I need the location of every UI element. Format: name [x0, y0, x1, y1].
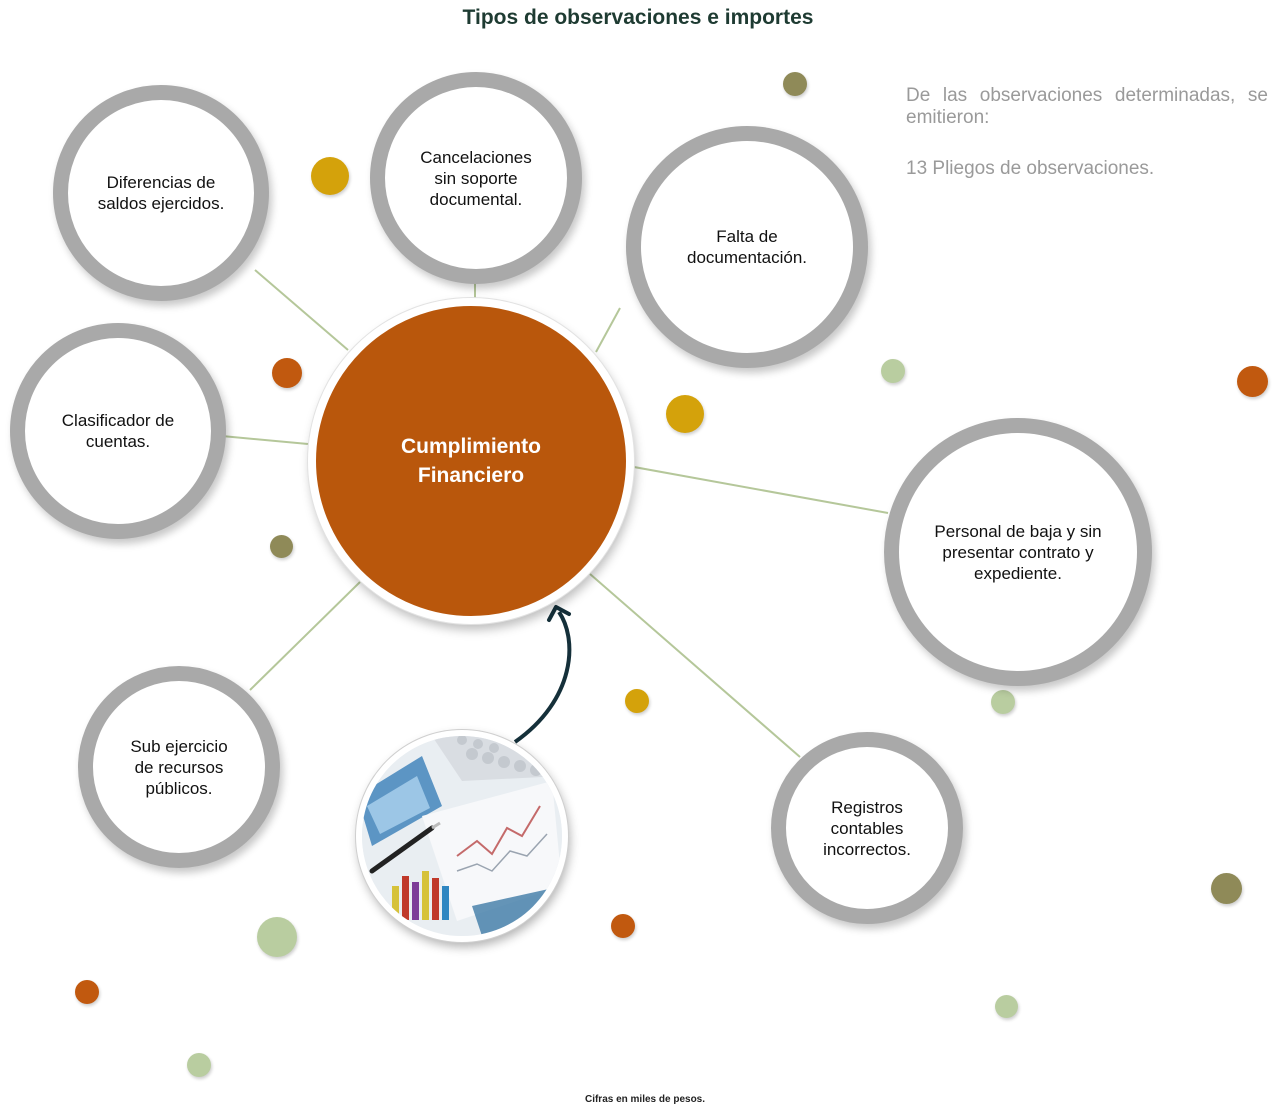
- connector-registros: [589, 573, 801, 758]
- node-personal: Personal de baja y sin presentar contrat…: [884, 418, 1152, 686]
- decorative-dot: [1211, 873, 1242, 904]
- decorative-dot: [270, 535, 293, 558]
- decorative-dot: [611, 914, 635, 938]
- node-label: Registros contables incorrectos.: [823, 797, 911, 859]
- diagram-title: Tipos de observaciones e importes: [462, 6, 814, 29]
- connector-sub-ejercicio: [249, 581, 361, 691]
- node-diferencias: Diferencias de saldos ejercidos.: [53, 85, 269, 301]
- arrow-head: [547, 605, 571, 622]
- connector-diferencias: [254, 269, 349, 351]
- decorative-dot: [666, 395, 704, 433]
- node-sub-ejercicio: Sub ejercicio de recursos públicos.: [78, 666, 280, 868]
- decorative-dot: [187, 1053, 211, 1077]
- connector-personal: [633, 466, 889, 514]
- note-text-2: 13 Pliegos de observaciones.: [906, 158, 1268, 180]
- connector-falta: [595, 307, 621, 353]
- node-registros: Registros contables incorrectos.: [771, 732, 963, 924]
- center-node: Cumplimiento Financiero: [308, 298, 634, 624]
- node-cancelaciones: Cancelaciones sin soporte documental.: [370, 72, 582, 284]
- node-clasificador: Clasificador de cuentas.: [10, 323, 226, 539]
- financial-charts-photo: [356, 730, 568, 942]
- node-label: Diferencias de saldos ejercidos.: [97, 173, 225, 213]
- decorative-dot: [257, 917, 297, 957]
- note-line-2: 13 Pliegos de observaciones.: [906, 158, 1155, 179]
- decorative-dot: [995, 995, 1018, 1018]
- node-label: Personal de baja y sin presentar contrat…: [934, 521, 1102, 583]
- decorative-dot: [1237, 366, 1268, 397]
- decorative-dot: [991, 690, 1015, 714]
- decorative-dot: [272, 358, 302, 388]
- decorative-dot: [311, 157, 349, 195]
- decorative-dot: [881, 359, 905, 383]
- decorative-dot: [783, 72, 807, 96]
- decorative-dot: [625, 689, 649, 713]
- financial-charts-photo-icon: [362, 736, 562, 936]
- node-label: Cancelaciones sin soporte documental.: [420, 147, 532, 209]
- footnote: Cifras en miles de pesos.: [584, 1094, 706, 1105]
- node-falta: Falta de documentación.: [626, 126, 868, 368]
- node-label: Sub ejercicio de recursos públicos.: [130, 736, 228, 798]
- note-text-1: De las observaciones determinadas, se em…: [906, 85, 1268, 129]
- connector-clasificador: [221, 435, 309, 445]
- node-label: Clasificador de cuentas.: [61, 411, 175, 451]
- node-label: Falta de documentación.: [686, 227, 808, 267]
- curved-arrow: [513, 610, 572, 744]
- note-line-1: De las observaciones determinadas, se em…: [906, 85, 1268, 128]
- center-label: Cumplimiento Financiero: [401, 435, 541, 487]
- decorative-dot: [75, 980, 99, 1004]
